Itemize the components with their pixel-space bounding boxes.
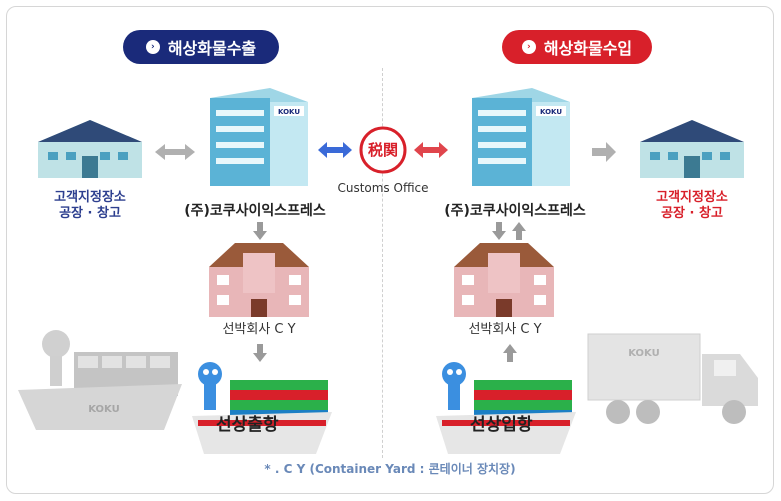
double-arrow-icon xyxy=(414,142,448,158)
import-ship-icon xyxy=(436,362,576,454)
customs-label: Customs Office xyxy=(337,181,429,195)
svg-text:KOKU: KOKU xyxy=(88,404,120,415)
arrow-up-icon xyxy=(503,344,517,362)
arrow-down-icon xyxy=(253,222,267,240)
office-building-icon: KOKU xyxy=(472,88,570,186)
cy-building-icon xyxy=(454,243,554,317)
customs-seal-icon xyxy=(359,126,407,174)
svg-text:KOKU: KOKU xyxy=(278,108,300,116)
export-cy-label: 선박회사 C Y xyxy=(222,322,296,337)
export-ship-icon xyxy=(192,362,332,454)
faded-truck-icon: KOKU xyxy=(587,333,758,424)
warehouse-icon xyxy=(38,120,142,178)
chevron-right-icon: › xyxy=(145,40,160,54)
double-arrow-icon xyxy=(318,142,352,158)
import-ship-label: 선상입항 xyxy=(470,415,533,435)
import-header-label: 해상화물수입 xyxy=(543,39,633,58)
export-header-label: 해상화물수출 xyxy=(167,39,257,58)
chevron-right-icon: › xyxy=(521,40,536,54)
export-ship-label: 선상출항 xyxy=(216,415,279,435)
export-customer-label: 고객지정장소 공장 · 창고 xyxy=(54,190,126,221)
arrow-right-icon xyxy=(592,142,616,162)
import-company-label: (주)코쿠사이익스프레스 xyxy=(444,203,586,219)
svg-text:KOKU: KOKU xyxy=(540,108,562,116)
office-building-icon: KOKU xyxy=(210,88,308,186)
footnote: * . C Y (Container Yard : 콘테이너 장치장) xyxy=(264,462,516,476)
cy-building-icon xyxy=(209,243,309,317)
import-cy-label: 선박회사 C Y xyxy=(468,322,542,337)
double-arrow-icon xyxy=(155,144,195,160)
arrow-down-icon xyxy=(253,344,267,362)
arrow-up-icon xyxy=(512,222,526,240)
export-header-button[interactable]: › 해상화물수출 xyxy=(123,30,279,64)
import-customer-label: 고객지정장소 공장 · 창고 xyxy=(656,190,728,221)
faded-ship-icon: KOKU xyxy=(18,330,182,430)
import-header-button[interactable]: › 해상화물수입 xyxy=(502,30,652,64)
warehouse-icon xyxy=(640,120,744,178)
customs-seal-text: 税関 xyxy=(367,141,398,159)
svg-text:KOKU: KOKU xyxy=(628,348,660,359)
arrow-down-icon xyxy=(492,222,506,240)
center-divider xyxy=(382,68,383,458)
export-company-label: (주)코쿠사이익스프레스 xyxy=(184,203,326,219)
